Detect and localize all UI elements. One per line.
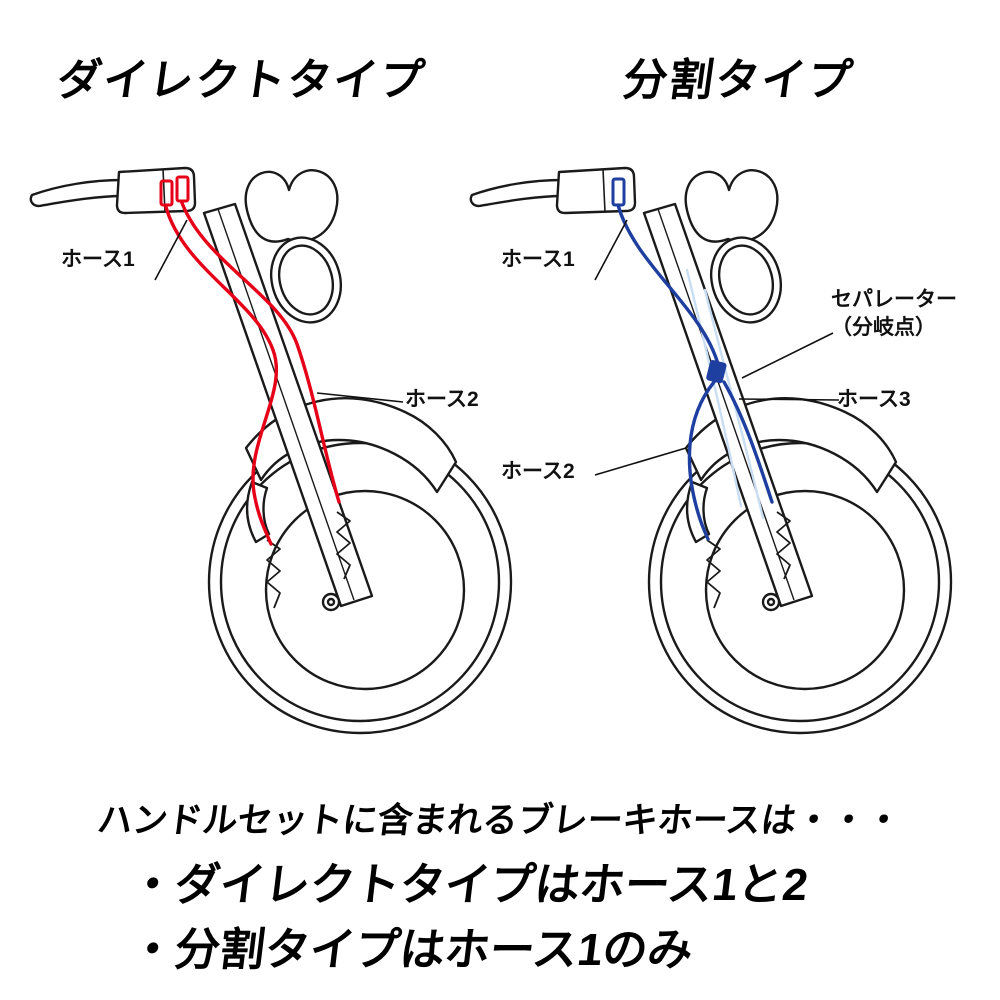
direct-type-title: ダイレクトタイプ <box>53 56 429 105</box>
footer-intro: ハンドルセットに含まれるブレーキホースは・・・ <box>0 792 1000 843</box>
split-bike-illustration <box>455 150 955 790</box>
footer-bullets: ・ダイレクトタイプはホース1と2 ・分割タイプはホース1のみ <box>126 852 811 983</box>
separator-fitting <box>706 359 727 384</box>
split-hose3-label: ホース3 <box>837 388 911 411</box>
split-type-title: 分割タイプ <box>619 56 857 105</box>
direct-hoses <box>159 175 341 546</box>
split-hose1-label: ホース1 <box>501 248 575 271</box>
separator-label-line2: （分岐点） <box>831 316 936 340</box>
footer-intro-text: ハンドルセットに含まれるブレーキホースは・・・ <box>95 801 904 840</box>
bullet-split-type: ・分割タイプはホース1のみ <box>126 924 696 976</box>
direct-hose1-label: ホース1 <box>61 248 135 271</box>
bullet-direct-type: ・ダイレクトタイプはホース1と2 <box>126 859 811 910</box>
direct-bike-illustration <box>15 150 515 790</box>
split-hoses <box>611 177 774 541</box>
direct-hose2-label: ホース2 <box>405 388 479 411</box>
split-type-diagram: ホース1 セパレーター （分岐点） ホース3 ホース2 <box>455 150 957 790</box>
separator-label-line1: セパレーター <box>831 288 957 311</box>
separator-label: セパレーター （分岐点） <box>831 286 957 343</box>
direct-type-diagram: ホース1 ホース2 <box>15 150 515 790</box>
split-hose2-label: ホース2 <box>501 460 575 483</box>
leader-lines <box>154 219 404 403</box>
leader-lines <box>594 219 840 476</box>
